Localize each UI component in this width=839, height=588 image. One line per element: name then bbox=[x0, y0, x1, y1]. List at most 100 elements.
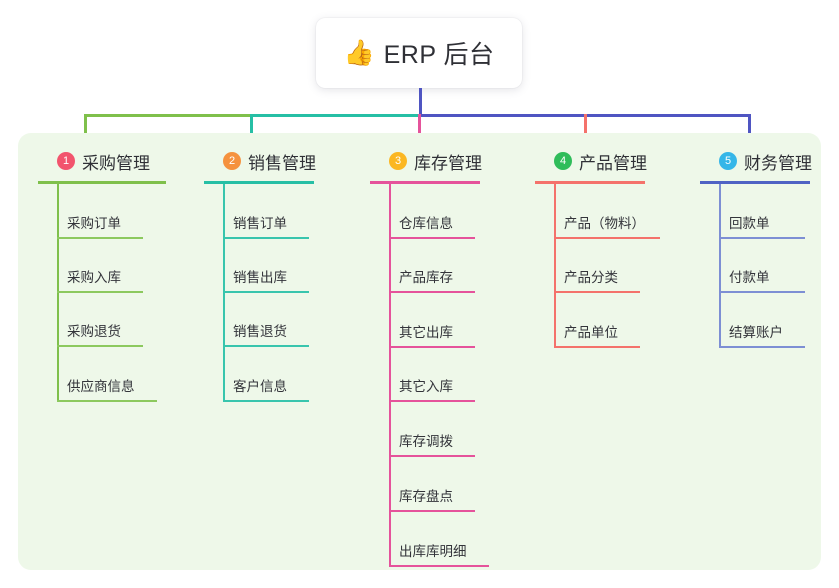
leaf-label: 销售退货 bbox=[233, 324, 287, 339]
branch-spine-3 bbox=[389, 184, 391, 567]
branch-rule-1 bbox=[38, 181, 166, 184]
list-item[interactable]: 结算账户 bbox=[700, 293, 839, 348]
list-item[interactable]: 出库库明细 bbox=[370, 512, 536, 567]
list-item[interactable]: 采购订单 bbox=[38, 184, 204, 239]
connector-bar-segment-2 bbox=[250, 114, 420, 117]
list-item[interactable]: 产品单位 bbox=[535, 293, 701, 348]
list-item[interactable]: 采购退货 bbox=[38, 293, 204, 347]
branch-badge-1: 1 bbox=[57, 152, 75, 170]
branch-badge-4: 4 bbox=[554, 152, 572, 170]
leaf-rule bbox=[554, 291, 640, 293]
list-item[interactable]: 库存盘点 bbox=[370, 457, 536, 512]
list-item[interactable]: 采购入库 bbox=[38, 239, 204, 293]
branch-header-4[interactable]: 4 产品管理 bbox=[535, 144, 701, 178]
branch-spine-5 bbox=[719, 184, 721, 348]
list-item[interactable]: 付款单 bbox=[700, 239, 839, 293]
leaf-label: 仓库信息 bbox=[399, 216, 453, 231]
thumbs-up-icon: 👍 bbox=[343, 38, 375, 67]
branch-stub-2 bbox=[250, 114, 253, 143]
leaf-label: 产品（物料） bbox=[564, 216, 645, 231]
leaf-rule bbox=[389, 291, 475, 293]
list-item[interactable]: 客户信息 bbox=[204, 347, 370, 402]
root-stem-connector bbox=[419, 88, 422, 116]
list-item[interactable]: 库存调拨 bbox=[370, 402, 536, 457]
list-item[interactable]: 产品分类 bbox=[535, 239, 701, 293]
leaf-rule bbox=[57, 291, 143, 293]
branch-stub-4 bbox=[584, 114, 587, 143]
branch-column-1: 1 采购管理 采购订单 采购入库 采购退货 供应商信息 bbox=[38, 144, 204, 402]
branch-stub-5 bbox=[748, 114, 751, 143]
leaf-label: 销售出库 bbox=[233, 270, 287, 285]
leaf-rule bbox=[223, 400, 309, 402]
root-label: ERP 后台 bbox=[383, 41, 495, 69]
branch-label-5: 财务管理 bbox=[744, 153, 812, 173]
leaf-rule bbox=[719, 291, 805, 293]
leaf-label: 库存盘点 bbox=[399, 489, 453, 504]
leaf-rule bbox=[719, 346, 805, 348]
leaf-label: 采购退货 bbox=[67, 324, 121, 339]
branch-stub-1 bbox=[84, 114, 87, 143]
leaf-label: 产品分类 bbox=[564, 270, 618, 285]
branch-header-1[interactable]: 1 采购管理 bbox=[38, 144, 204, 178]
leaf-rule bbox=[389, 510, 475, 512]
leaf-rule bbox=[223, 291, 309, 293]
leaf-label: 产品库存 bbox=[399, 270, 453, 285]
list-item[interactable]: 仓库信息 bbox=[370, 184, 536, 239]
branch-rule-3 bbox=[370, 181, 480, 184]
branch-badge-3: 3 bbox=[389, 152, 407, 170]
branch-spine-1 bbox=[57, 184, 59, 402]
list-item[interactable]: 回款单 bbox=[700, 184, 839, 239]
branch-label-2: 销售管理 bbox=[248, 153, 316, 173]
list-item[interactable]: 其它入库 bbox=[370, 348, 536, 402]
leaf-label: 其它出库 bbox=[399, 325, 453, 340]
leaf-rule bbox=[57, 237, 143, 239]
leaf-rule bbox=[719, 237, 805, 239]
leaf-label: 回款单 bbox=[729, 216, 770, 231]
leaf-label: 客户信息 bbox=[233, 379, 287, 394]
leaf-rule bbox=[389, 237, 475, 239]
leaf-rule bbox=[389, 455, 475, 457]
branch-rule-2 bbox=[204, 181, 314, 184]
leaf-rule bbox=[389, 565, 489, 567]
leaf-label: 销售订单 bbox=[233, 216, 287, 231]
branch-column-3: 3 库存管理 仓库信息 产品库存 其它出库 其它入库 库存调拨 库存盘点 bbox=[370, 144, 536, 567]
diagram-panel bbox=[18, 133, 821, 570]
leaf-label: 供应商信息 bbox=[67, 379, 135, 394]
leaf-label: 库存调拨 bbox=[399, 434, 453, 449]
branch-badge-2: 2 bbox=[223, 152, 241, 170]
leaf-label: 采购入库 bbox=[67, 270, 121, 285]
leaf-rule bbox=[57, 345, 143, 347]
branch-label-1: 采购管理 bbox=[82, 153, 150, 173]
list-item[interactable]: 供应商信息 bbox=[38, 347, 204, 402]
branch-badge-5: 5 bbox=[719, 152, 737, 170]
leaf-rule bbox=[223, 237, 309, 239]
list-item[interactable]: 销售退货 bbox=[204, 293, 370, 347]
leaf-rule bbox=[57, 400, 157, 402]
branch-header-2[interactable]: 2 销售管理 bbox=[204, 144, 370, 178]
branch-column-5: 5 财务管理 回款单 付款单 结算账户 bbox=[700, 144, 839, 348]
list-item[interactable]: 销售出库 bbox=[204, 239, 370, 293]
leaf-label: 付款单 bbox=[729, 270, 770, 285]
branch-label-3: 库存管理 bbox=[414, 153, 482, 173]
branch-column-2: 2 销售管理 销售订单 销售出库 销售退货 客户信息 bbox=[204, 144, 370, 402]
leaf-label: 出库库明细 bbox=[399, 544, 467, 559]
leaf-rule bbox=[554, 237, 660, 239]
branch-spine-2 bbox=[223, 184, 225, 402]
branch-header-3[interactable]: 3 库存管理 bbox=[370, 144, 536, 178]
list-item[interactable]: 其它出库 bbox=[370, 293, 536, 348]
leaf-rule bbox=[554, 346, 640, 348]
list-item[interactable]: 产品库存 bbox=[370, 239, 536, 293]
branch-rule-5 bbox=[700, 181, 810, 184]
leaf-label: 结算账户 bbox=[729, 325, 783, 340]
branch-spine-4 bbox=[554, 184, 556, 348]
root-node[interactable]: 👍 ERP 后台 bbox=[316, 18, 522, 88]
branch-column-4: 4 产品管理 产品（物料） 产品分类 产品单位 bbox=[535, 144, 701, 348]
branch-header-5[interactable]: 5 财务管理 bbox=[700, 144, 839, 178]
leaf-rule bbox=[223, 345, 309, 347]
list-item[interactable]: 销售订单 bbox=[204, 184, 370, 239]
list-item[interactable]: 产品（物料） bbox=[535, 184, 701, 239]
connector-bar-segment-1 bbox=[84, 114, 252, 117]
branch-label-4: 产品管理 bbox=[579, 153, 647, 173]
leaf-label: 产品单位 bbox=[564, 325, 618, 340]
